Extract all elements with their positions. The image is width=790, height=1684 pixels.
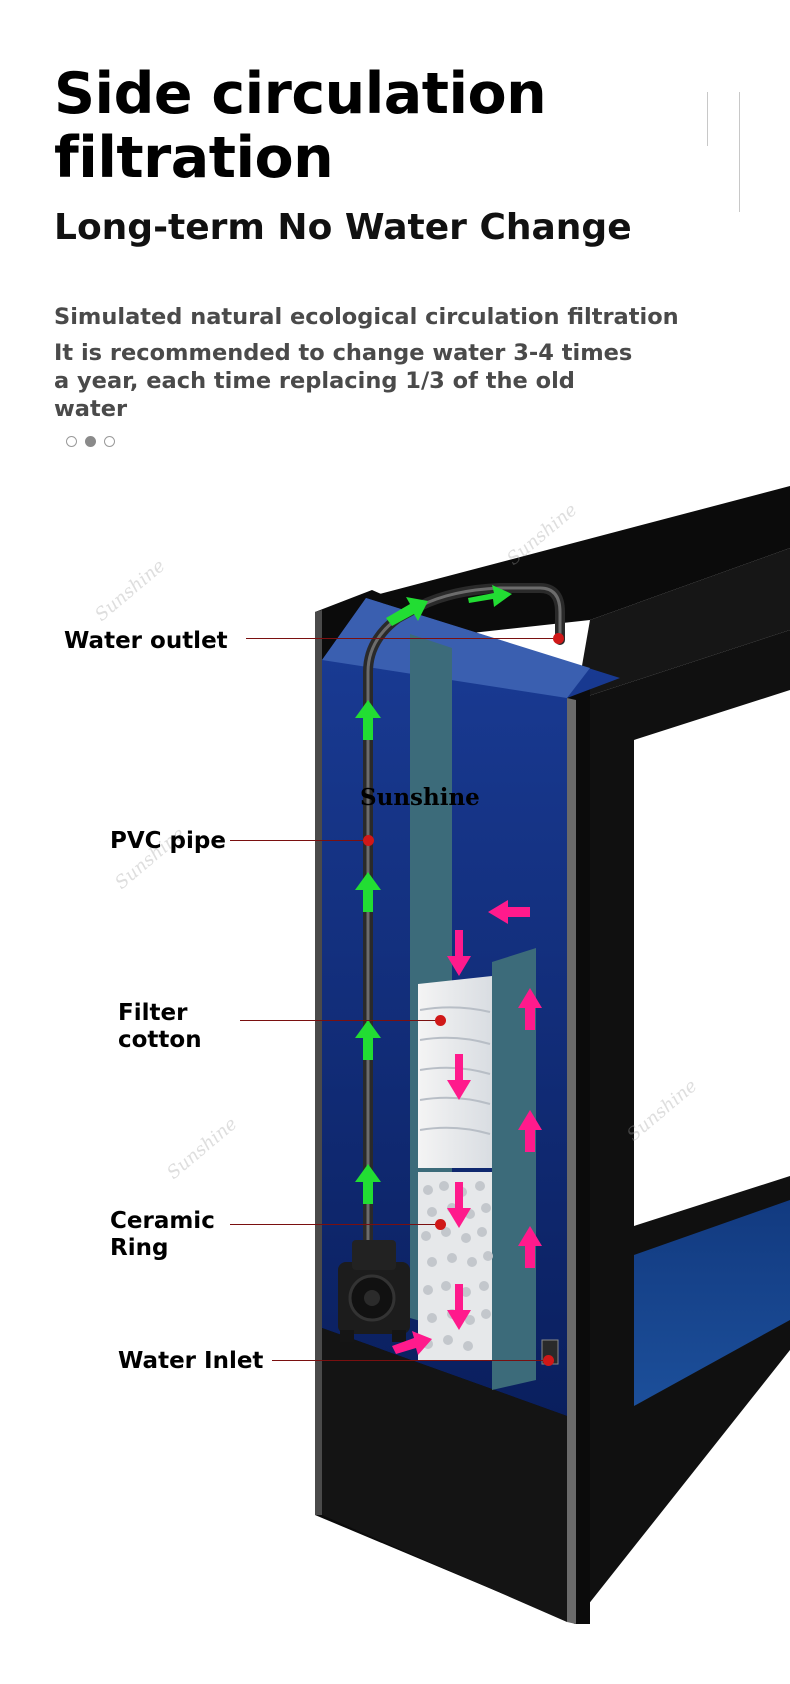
description-line-1: Simulated natural ecological circulation… xyxy=(54,304,679,330)
marker-ceramic-ring xyxy=(435,1219,446,1230)
divider-panel-right xyxy=(492,948,536,1390)
carousel-indicator xyxy=(66,436,115,447)
flow-up-arrows xyxy=(355,585,512,1204)
page-subtitle: Long-term No Water Change xyxy=(54,207,632,248)
flow-down-arrows xyxy=(392,900,542,1355)
filter-column-base xyxy=(322,1328,567,1622)
marker-pvc-pipe xyxy=(363,835,374,846)
brand-label: Sunshine xyxy=(360,784,480,811)
tank-glass-panel xyxy=(634,690,790,1226)
description-line-2: It is recommended to change water 3-4 ti… xyxy=(54,340,633,422)
leader-ceramic-ring xyxy=(230,1224,440,1225)
label-filter-cotton: Filter cotton xyxy=(118,1000,202,1053)
marker-water-inlet xyxy=(543,1355,554,1366)
tank-right-body xyxy=(576,630,790,1620)
tank-top-rail xyxy=(372,486,790,644)
leader-water-outlet xyxy=(246,638,558,639)
marker-filter-cotton xyxy=(435,1015,446,1026)
leader-water-inlet xyxy=(272,1360,548,1361)
leader-pvc-pipe xyxy=(230,840,368,841)
water-pump xyxy=(338,1240,410,1342)
label-ceramic-ring: Ceramic Ring xyxy=(110,1208,215,1261)
carousel-dot[interactable] xyxy=(104,436,115,447)
label-pvc-pipe: PVC pipe xyxy=(110,828,226,854)
label-water-outlet: Water outlet xyxy=(64,628,228,654)
carousel-dot-active[interactable] xyxy=(85,436,96,447)
marker-water-outlet xyxy=(553,633,564,644)
page-title: Side circulation filtration xyxy=(54,61,547,191)
decor-line-long xyxy=(739,92,740,212)
decor-line-short xyxy=(707,92,708,146)
tank-water-front xyxy=(634,1200,790,1406)
label-water-inlet: Water Inlet xyxy=(118,1348,264,1374)
tank-rim xyxy=(576,548,790,700)
carousel-dot[interactable] xyxy=(66,436,77,447)
leader-filter-cotton xyxy=(240,1020,440,1021)
